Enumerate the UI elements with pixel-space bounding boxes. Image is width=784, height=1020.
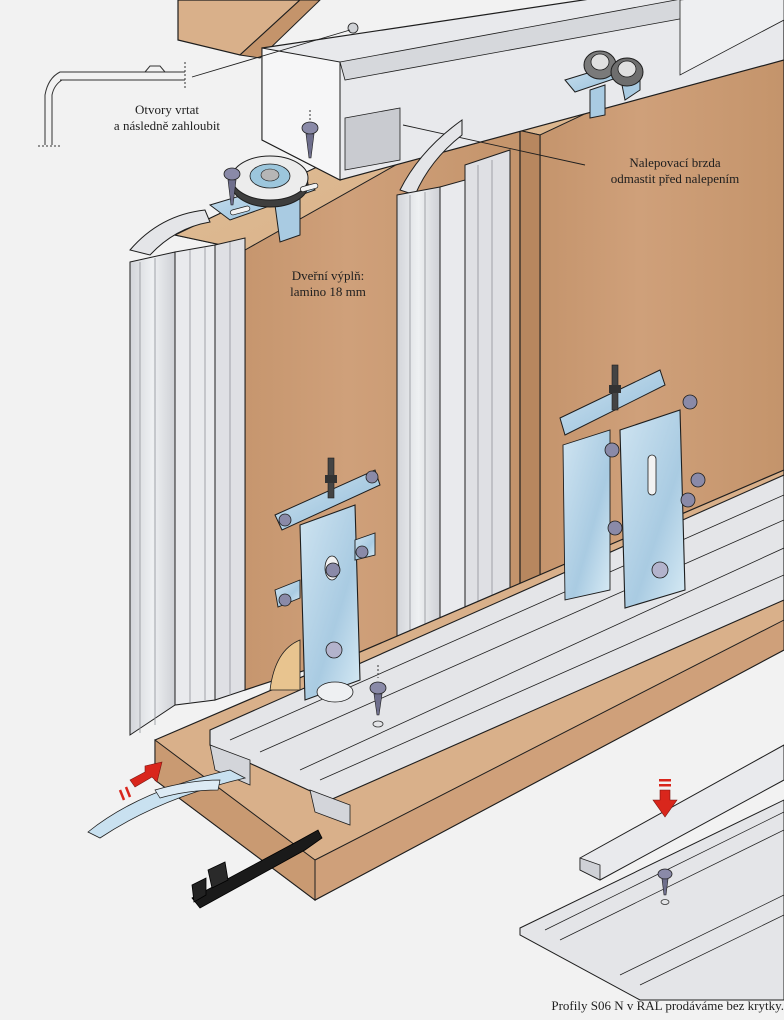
label-adhesive-brake: Nalepovací brzda odmastit před nalepením — [570, 155, 780, 187]
bottom-carriage-right — [559, 364, 706, 609]
screw-icon — [301, 110, 319, 159]
arrow-down-icon — [652, 779, 678, 818]
handle-profile-middle — [396, 119, 511, 656]
label-door-panel-line1: Dveřní výplň: — [291, 268, 365, 283]
brake-stopper — [191, 829, 323, 909]
arrow-right-icon — [118, 761, 163, 801]
handle-profile-left — [129, 209, 246, 736]
adhesive-tape — [87, 769, 247, 839]
label-drill-holes: Otvory vrtat a následně zahloubit — [92, 102, 242, 134]
label-door-panel: Dveřní výplň: lamino 18 mm — [258, 268, 398, 300]
footnote: Profily S06 N v RAL prodáváme bez krytky… — [551, 998, 784, 1013]
top-guide-roller-left — [208, 155, 319, 243]
top-guide-roller-right — [564, 50, 644, 119]
rail-cover — [579, 744, 784, 881]
bottom-carriage-left — [269, 457, 381, 703]
screw-icon — [657, 868, 673, 905]
hole-detail-profile — [38, 29, 351, 147]
screw-icon — [369, 665, 387, 728]
label-adhesive-brake-line1: Nalepovací brzda — [629, 155, 721, 170]
label-adhesive-brake-line2: odmastit před nalepením — [610, 171, 740, 186]
bottom-rail-detail — [519, 799, 784, 1001]
label-drill-holes-line1: Otvory vrtat — [135, 102, 199, 117]
label-drill-holes-line2: a následně zahloubit — [113, 118, 221, 133]
ceiling-block — [177, 0, 321, 59]
brake-leader-lines — [402, 124, 586, 166]
label-door-panel-line2: lamino 18 mm — [290, 284, 366, 299]
top-rail — [261, 0, 784, 181]
screw-icon — [223, 167, 241, 206]
drill-hole-mark — [347, 22, 359, 34]
